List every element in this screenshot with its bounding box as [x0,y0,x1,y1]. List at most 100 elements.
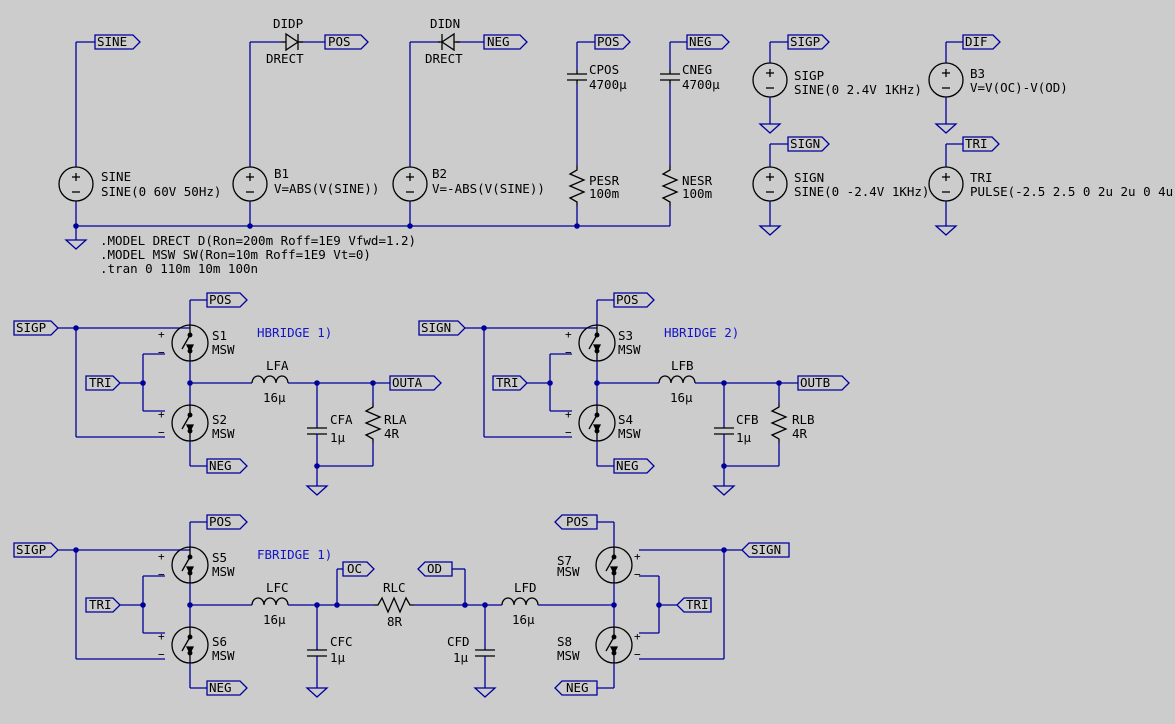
b1-source-symbol [232,166,268,202]
lfb-name: LFB [671,358,694,373]
net-label-pos: POS [616,292,639,307]
net-label-neg: NEG [566,680,589,695]
pesr-value: 100m [589,186,619,201]
didn-model: DRECT [425,51,463,66]
supply-section [58,32,964,250]
cfc-value: 1µ [330,650,346,665]
lfa-name: LFA [266,358,289,373]
net-label-outb: OUTB [800,375,830,390]
svg-text:−: − [158,568,165,581]
svg-text:−: − [565,426,572,439]
s2-model: MSW [212,426,235,441]
svg-text:+: + [158,328,165,341]
svg-text:−: − [158,346,165,359]
sine-source-value: SINE(0 60V 50Hz) [101,184,221,199]
tri-source-name: TRI [970,170,993,185]
s5-name: S5 [212,550,227,565]
net-label-neg: NEG [209,458,232,473]
didp-diode-symbol [281,32,303,52]
pesr-resistor-symbol [568,165,586,206]
lfd-value: 16µ [512,612,535,627]
hbridge-2-section [418,292,850,496]
sine-source-symbol [58,166,94,202]
rlc-value: 8R [387,614,403,629]
cpos-capacitor-symbol [567,70,587,84]
sigp-source-name: SIGP [794,68,824,83]
lfd-name: LFD [514,580,537,595]
net-label-neg: NEG [209,680,232,695]
svg-text:+: + [158,408,165,421]
net-label-tri: TRI [496,375,519,390]
net-label-pos: POS [597,34,620,49]
net-label-sigp: SIGP [790,34,820,49]
net-label-neg: NEG [689,34,712,49]
sign-source-value: SINE(0 -2.4V 1KHz) [794,184,929,199]
s7-name: S7 [557,553,572,568]
s3-model: MSW [618,342,641,357]
rlb-value: 4R [792,426,808,441]
section-title-fbridge-1: FBRIDGE 1) [257,547,332,562]
svg-text:−: − [634,648,641,661]
section-title-hbridge-2: HBRIDGE 2) [664,325,739,340]
svg-text:−: − [158,426,165,439]
net-label-neg: NEG [616,458,639,473]
net-label-sine: SINE [97,34,127,49]
svg-text:+: + [158,630,165,643]
spice-directive: .MODEL MSW SW(Ron=10m Roff=1E9 Vt=0) [100,247,371,262]
nesr-name: NESR [682,173,713,188]
svg-text:−: − [565,346,572,359]
s7-model: MSW [557,564,580,579]
b2-source-symbol [392,166,428,202]
lfc-name: LFC [266,580,289,595]
lfa-value: 16µ [263,390,286,405]
cneg-name: CNEG [682,62,712,77]
cfa-name: CFA [330,412,353,427]
rlb-name: RLB [792,412,815,427]
nesr-value: 100m [682,186,712,201]
svg-text:+: + [565,408,572,421]
b2-name: B2 [432,166,447,181]
cneg-value: 4700µ [682,77,720,92]
net-label-sign: SIGN [421,320,451,335]
s8-model: MSW [557,648,580,663]
s6-model: MSW [212,648,235,663]
net-label-sign: SIGN [751,542,781,557]
rla-value: 4R [384,426,400,441]
s4-model: MSW [618,426,641,441]
net-label-pos: POS [209,514,232,529]
svg-text:+: + [158,550,165,563]
lfc-value: 16µ [263,612,286,627]
net-label-tri: TRI [965,136,988,151]
net-label-oc: OC [347,561,362,576]
spice-directive: .MODEL DRECT D(Ron=200m Roff=1E9 Vfwd=1.… [100,233,416,248]
b1-name: B1 [274,166,289,181]
b3-value: V=V(OC)-V(OD) [970,80,1068,95]
didn-name: DIDN [430,16,460,31]
rla-name: RLA [384,412,407,427]
tri-source-value: PULSE(-2.5 2.5 0 2u 2u 0 4u) [970,184,1175,199]
s4-name: S4 [618,412,633,427]
net-label-sign: SIGN [790,136,820,151]
s1-model: MSW [212,342,235,357]
net-label-sigp: SIGP [16,542,46,557]
svg-text:+: + [634,550,641,563]
rlc-name: RLC [383,580,406,595]
net-label-dif: DIF [965,34,988,49]
didp-model: DRECT [266,51,304,66]
net-label-tri: TRI [686,597,709,612]
section-title-hbridge-1: HBRIDGE 1) [257,325,332,340]
cpos-value: 4700µ [589,77,627,92]
switch-pin-markers: +− +− +− +− +− +− +− +− [158,328,641,661]
didn-diode-symbol [438,32,460,52]
net-label-pos: POS [328,34,351,49]
cfb-name: CFB [736,412,759,427]
svg-text:+: + [634,630,641,643]
pesr-name: PESR [589,173,620,188]
cneg-capacitor-symbol [660,70,680,84]
spice-directive: .tran 0 110m 10m 100n [100,261,258,276]
cfd-name: CFD [447,634,470,649]
net-label-tri: TRI [89,597,112,612]
net-label-tri: TRI [89,375,112,390]
